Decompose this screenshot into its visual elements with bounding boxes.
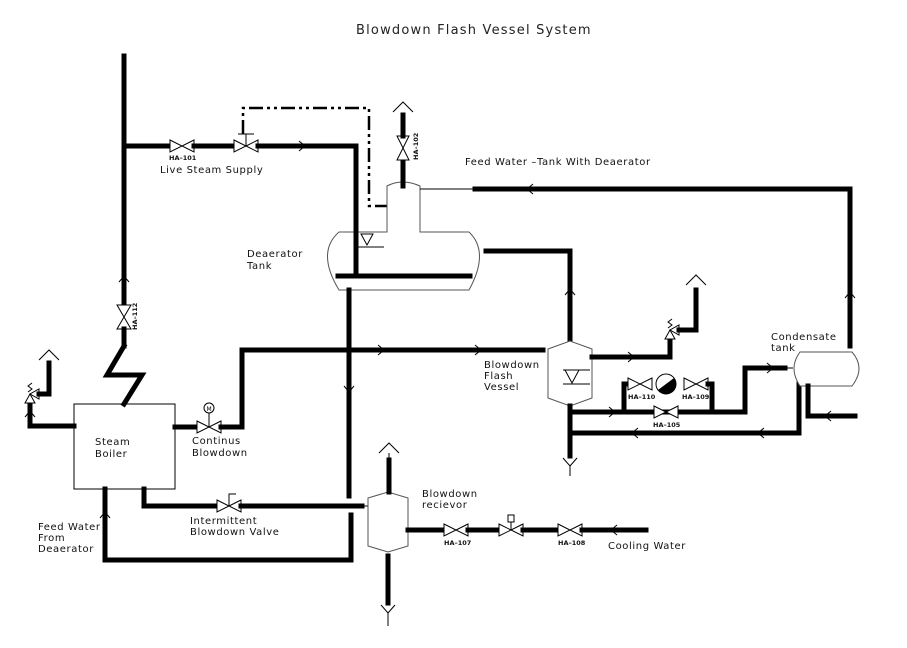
- tag-ha102: HA–102: [412, 133, 420, 160]
- label-flash-vessel-1: Blowdown: [484, 360, 540, 371]
- flow-arrow-right: [298, 140, 306, 152]
- diagram-title: Blowdown Flash Vessel System: [356, 23, 592, 38]
- tag-ha110: HA–110: [628, 393, 656, 401]
- label-intermittent-2: Blowdown Valve: [190, 527, 280, 538]
- tag-ha109: HA–109: [682, 393, 710, 401]
- label-receiver-1: Blowdown: [422, 489, 478, 500]
- label-steam-boiler-1: Steam: [95, 437, 130, 448]
- valve-ha108[interactable]: [557, 523, 583, 537]
- valve-ha101[interactable]: [169, 139, 195, 153]
- valve-ha105[interactable]: [653, 405, 679, 419]
- label-feed-water-2: From: [38, 533, 65, 544]
- flow-arrow-right: [627, 351, 635, 363]
- tag-ha108: HA–108: [558, 539, 586, 547]
- flow-arrow-down: [343, 385, 355, 393]
- pipe-break-zigzag: [102, 342, 147, 408]
- flow-arrow-left: [610, 524, 618, 536]
- valve-ha110[interactable]: [627, 377, 653, 391]
- flow-arrow-right: [377, 344, 385, 356]
- valve-continuous-blowdown[interactable]: M: [196, 402, 222, 434]
- flow-arrow-right: [766, 362, 774, 374]
- label-flash-vessel-3: Vessel: [484, 382, 519, 393]
- actuator-symbol: M: [207, 406, 212, 413]
- label-receiver-2: recievor: [422, 500, 468, 511]
- vent-to-atmosphere-icon: [378, 442, 400, 460]
- label-feed-water-3: Deaerator: [38, 544, 94, 555]
- flow-arrow-up: [24, 410, 36, 418]
- valve-ha107[interactable]: [443, 523, 469, 537]
- condensate-pump[interactable]: [655, 373, 677, 395]
- flow-arrow-right: [474, 344, 482, 356]
- label-continus-blowdown-1: Continus: [192, 436, 241, 447]
- drain-icon: [380, 604, 396, 626]
- control-valve-steam[interactable]: [233, 133, 259, 153]
- vent-to-atmosphere-icon: [685, 274, 707, 286]
- flow-arrow-left: [757, 427, 765, 439]
- flow-arrow-up: [844, 291, 856, 299]
- label-feed-water-1: Feed Water: [38, 522, 101, 533]
- flow-arrow-up: [118, 275, 130, 283]
- flow-arrow-left: [631, 427, 639, 439]
- label-intermittent-1: Intermittent: [190, 516, 257, 527]
- label-live-steam-supply: Live Steam Supply: [160, 165, 263, 176]
- tag-ha105: HA–105: [653, 421, 681, 429]
- flow-arrow-right: [608, 406, 616, 418]
- blowdown-flash-vessel: [547, 340, 593, 407]
- valve-intermittent-blowdown[interactable]: [216, 493, 242, 513]
- label-cooling-water: Cooling Water: [608, 541, 686, 552]
- steam-boiler: [73, 403, 176, 490]
- label-condensate-tank-1: Condensate: [771, 332, 837, 343]
- tag-ha112: HA–112: [131, 303, 139, 330]
- flow-arrow-left: [824, 410, 832, 422]
- label-continus-blowdown-2: Blowdown: [192, 448, 248, 459]
- vent-to-atmosphere-icon: [38, 349, 60, 361]
- valve-ha112[interactable]: [116, 304, 132, 330]
- label-steam-boiler-2: Boiler: [95, 449, 128, 460]
- label-condensate-tank-2: tank: [771, 343, 796, 354]
- flow-arrow-up: [99, 511, 111, 519]
- label-feed-water-tank: Feed Water –Tank With Deaerator: [465, 157, 651, 168]
- tag-ha101: HA–101: [169, 154, 197, 162]
- flow-arrow-up: [564, 288, 576, 296]
- temperature-control-valve[interactable]: [498, 514, 524, 537]
- drain-icon: [562, 457, 578, 476]
- valve-ha102[interactable]: [396, 135, 410, 161]
- tag-ha107: HA–107: [444, 539, 471, 547]
- flow-arrow-left: [526, 183, 534, 195]
- label-deaerator-2: Tank: [246, 261, 272, 272]
- label-deaerator-1: Deaerator: [247, 249, 303, 260]
- condensate-tank: [793, 351, 860, 387]
- label-flash-vessel-2: Flash: [484, 371, 513, 382]
- blowdown-receiver: [367, 491, 409, 553]
- control-signal-line: [241, 106, 389, 208]
- level-indicator-icon: [360, 233, 374, 247]
- vent-to-atmosphere-icon: [392, 101, 414, 113]
- valve-ha109[interactable]: [683, 377, 709, 391]
